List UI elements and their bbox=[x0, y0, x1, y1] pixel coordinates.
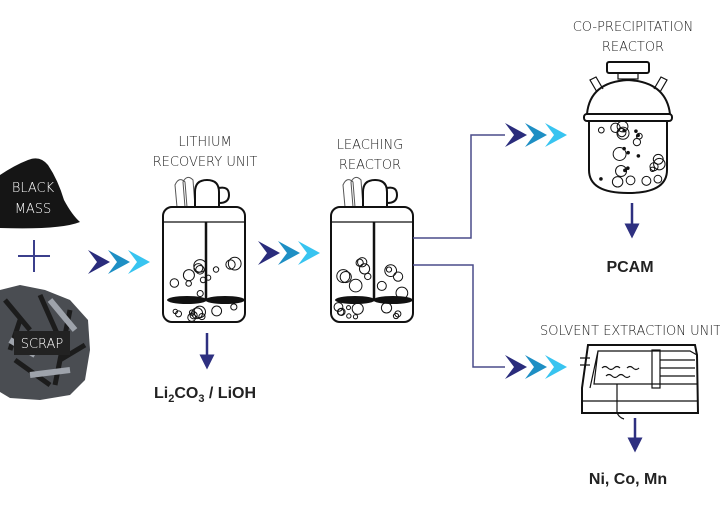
bubble bbox=[635, 132, 643, 140]
bubble bbox=[351, 302, 364, 315]
flow-chevrons-2 bbox=[258, 241, 320, 265]
bubble bbox=[384, 264, 398, 278]
chevron-icon bbox=[298, 241, 320, 265]
bubble bbox=[182, 269, 195, 282]
bubble bbox=[193, 305, 206, 319]
lithium-recovery-vessel bbox=[162, 176, 246, 323]
bubble bbox=[612, 147, 627, 161]
chevron-icon bbox=[258, 241, 280, 265]
bubble bbox=[611, 176, 624, 188]
bubble bbox=[169, 278, 180, 288]
chevron-icon bbox=[505, 355, 527, 379]
flow-line-to-solvent-extraction bbox=[413, 264, 505, 368]
chevron-icon bbox=[278, 241, 300, 265]
leaching-label-2: REACTOR bbox=[339, 158, 401, 173]
coprecipitation-reactor bbox=[583, 61, 673, 195]
bubble bbox=[346, 313, 352, 319]
plus-icon bbox=[18, 240, 50, 272]
bubble bbox=[653, 174, 663, 184]
bubble bbox=[230, 303, 238, 311]
bubble bbox=[636, 154, 641, 158]
bubble bbox=[617, 127, 627, 138]
bubble bbox=[652, 153, 664, 165]
bubble bbox=[352, 314, 359, 320]
chevron-icon bbox=[545, 123, 567, 147]
flow-chevrons-4 bbox=[505, 355, 567, 379]
bubble bbox=[380, 302, 393, 314]
bubble bbox=[392, 271, 404, 282]
solvent-extraction-label: SOLVENT EXTRACTION UNIT bbox=[540, 324, 720, 339]
bubble bbox=[653, 157, 666, 171]
bubble bbox=[385, 266, 393, 273]
coprecipitation-label-1: CO-PRECIPITATION bbox=[573, 20, 694, 35]
bubble bbox=[172, 308, 179, 315]
bubble bbox=[348, 278, 363, 293]
bubble bbox=[185, 280, 192, 287]
bubble bbox=[615, 165, 628, 178]
bubble bbox=[339, 270, 352, 284]
bubble bbox=[376, 280, 387, 291]
bubble bbox=[193, 263, 204, 274]
bubble bbox=[196, 289, 204, 298]
bubble bbox=[346, 305, 352, 311]
bubble bbox=[616, 120, 629, 133]
bubble bbox=[632, 137, 642, 147]
bubble bbox=[227, 256, 242, 271]
pcam-label: PCAM bbox=[606, 259, 653, 276]
flow-chevrons-3 bbox=[505, 123, 567, 147]
bubble bbox=[212, 266, 220, 273]
bubble bbox=[649, 166, 656, 173]
lithium-recovery-label-2: RECOVERY UNIT bbox=[153, 155, 258, 170]
bubble bbox=[337, 307, 346, 316]
bubble bbox=[205, 274, 212, 281]
bubble bbox=[626, 166, 630, 170]
scrap-image: SCRAP bbox=[0, 285, 90, 400]
bubble bbox=[625, 175, 636, 186]
solvent-extraction-tank bbox=[580, 344, 700, 420]
bubble bbox=[597, 126, 605, 134]
bubble bbox=[622, 128, 626, 133]
bubble bbox=[395, 286, 409, 300]
chevron-icon bbox=[88, 250, 110, 274]
lithium-product-label: Li2CO3 / LiOH bbox=[154, 385, 256, 405]
bubble bbox=[357, 257, 368, 268]
bubble bbox=[199, 276, 207, 284]
chevron-icon bbox=[525, 123, 547, 147]
bubble bbox=[187, 312, 197, 322]
metals-product-label: Ni, Co, Mn bbox=[589, 471, 667, 488]
coprecipitation-label-2: REACTOR bbox=[602, 40, 664, 55]
bubble bbox=[211, 305, 223, 317]
bubble bbox=[599, 177, 603, 181]
bubble bbox=[336, 269, 351, 284]
bubble bbox=[626, 150, 630, 155]
black-mass-label-1: BLACK bbox=[12, 181, 55, 196]
black-mass-label-2: MASS bbox=[15, 202, 52, 217]
leaching-label-1: LEACHING bbox=[337, 138, 404, 153]
chevron-icon bbox=[525, 355, 547, 379]
chevron-icon bbox=[505, 123, 527, 147]
bubble bbox=[392, 312, 400, 320]
bubble bbox=[641, 175, 652, 186]
flow-chevrons-1 bbox=[88, 250, 150, 274]
leaching-reactor-vessel bbox=[330, 176, 414, 323]
bubble bbox=[198, 313, 206, 321]
chevron-icon bbox=[545, 355, 567, 379]
lithium-recovery-label-1: LITHIUM bbox=[178, 135, 231, 150]
bubble bbox=[616, 126, 630, 140]
bubble bbox=[358, 263, 371, 275]
bubble bbox=[634, 129, 638, 133]
bubble bbox=[225, 259, 236, 270]
bubble bbox=[333, 302, 344, 312]
bubble bbox=[623, 168, 627, 173]
black-mass-image: BLACK MASS bbox=[0, 158, 80, 229]
flow-line-to-coprecipitation bbox=[413, 134, 505, 239]
chevron-icon bbox=[128, 250, 150, 274]
chevron-icon bbox=[108, 250, 130, 274]
bubble bbox=[610, 122, 621, 133]
scrap-label: SCRAP bbox=[21, 337, 64, 352]
